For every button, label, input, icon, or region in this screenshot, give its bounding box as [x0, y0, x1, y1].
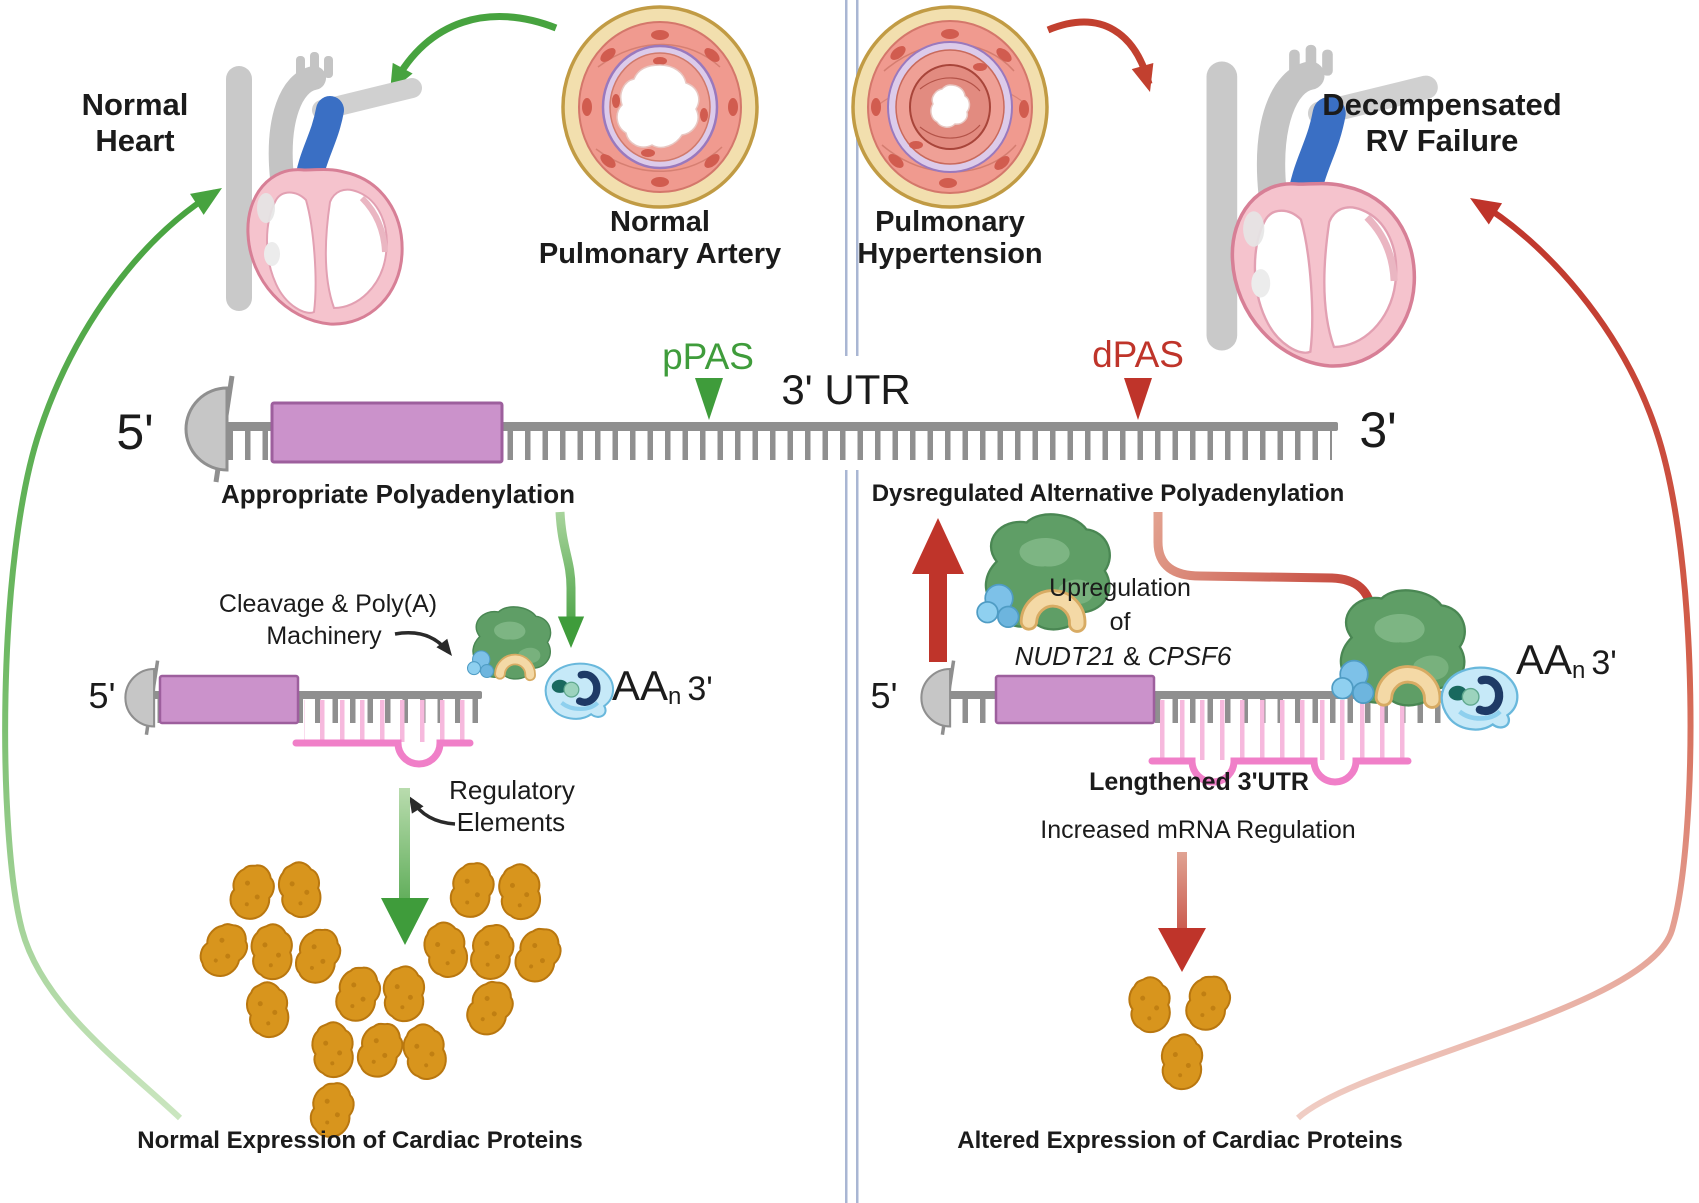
ph-artery-label-line1: Pulmonary: [875, 206, 1025, 238]
normal-heart-label-line2: Heart: [95, 123, 175, 158]
normal-heart-label-line1: Normal: [81, 87, 189, 122]
regulatory-elements-teeth: [304, 700, 466, 742]
machinery-label-line2: Machinery: [266, 622, 382, 650]
reduced-protein-cluster: [1124, 971, 1236, 1092]
pre-mrna-strand: [186, 376, 1338, 482]
five-prime-label-right: 5': [870, 675, 898, 716]
panel-divider: [845, 0, 859, 1203]
regulatory-pointer-arrow: [403, 792, 456, 826]
ppas-marker-icon: [695, 378, 723, 420]
green-feedback-arc: [2, 177, 229, 1121]
normal-artery-label-line2: Pulmonary Artery: [538, 238, 782, 270]
regulatory-elements-loops: [1148, 757, 1412, 786]
normal-protein-cluster: [193, 857, 568, 1141]
appropriate-path-arrow: [555, 511, 585, 648]
three-prime-label-top: 3': [1359, 402, 1397, 458]
polya-complex-icon: [546, 664, 613, 719]
normal-artery-label-line1: Normal: [610, 206, 710, 238]
coding-exon-box: [994, 674, 1156, 725]
five-prime-cap-icon: [186, 376, 232, 482]
ph-artery-label-line2: Hypertension: [857, 238, 1043, 270]
normal-heart-illustration: [226, 52, 412, 324]
upregulation-label-line1: Upregulation: [1049, 574, 1191, 602]
normal-pulmonary-artery-illustration: [561, 5, 759, 209]
increased-regulation-label: Increased mRNA Regulation: [1040, 816, 1356, 844]
rv-failure-label-line1: Decompensated: [1322, 87, 1562, 122]
dysregulated-polyadenylation-title: Dysregulated Alternative Polyadenylation: [871, 480, 1345, 507]
dpas-label: dPAS: [1092, 334, 1184, 375]
normal-expression-arrow: [381, 788, 429, 945]
artery-to-normal-heart-arrow: [380, 13, 558, 98]
lengthened-utr-label: Lengthened 3'UTR: [1089, 768, 1309, 796]
machinery-label-line1: Cleavage & Poly(A): [218, 590, 438, 618]
altered-expression-arrow: [1158, 852, 1206, 972]
altered-expression-label: Altered Expression of Cardiac Proteins: [957, 1127, 1403, 1154]
hypertensive-artery-illustration: [851, 5, 1049, 209]
regulatory-elements-teeth: [1160, 700, 1406, 760]
regulatory-label-line2: Elements: [456, 807, 566, 837]
machinery-pointer-arrow: [394, 631, 458, 661]
nudt21-cpsf6-complex-icon: [977, 514, 1110, 629]
coding-exon-box: [270, 401, 504, 464]
left-mrna: [123, 607, 613, 768]
regulatory-label-line1: Regulatory: [449, 775, 575, 805]
regulatory-elements-loop: [292, 739, 474, 768]
artery-to-failing-heart-arrow: [1046, 18, 1161, 96]
five-prime-label-top: 5': [116, 404, 154, 460]
rv-failure-label-line2: RV Failure: [1365, 123, 1519, 158]
up-arrow-icon: [912, 518, 964, 574]
red-feedback-arc: [1295, 187, 1694, 1121]
utr-label: 3' UTR: [781, 366, 911, 413]
polya-complex-icon: [1442, 668, 1518, 730]
coding-exon-box: [158, 674, 300, 725]
five-prime-cap-icon: [123, 658, 160, 737]
dpas-marker-icon: [1124, 378, 1152, 420]
five-prime-label-left: 5': [88, 675, 116, 716]
upregulation-group: [912, 514, 1110, 662]
upregulation-label-line2: of: [1109, 608, 1131, 636]
five-prime-cap-icon: [919, 658, 956, 737]
normal-expression-label: Normal Expression of Cardiac Proteins: [137, 1127, 583, 1154]
appropriate-polyadenylation-title: Appropriate Polyadenylation: [221, 479, 575, 509]
gene-names-label: NUDT21 & CPSF6: [1014, 641, 1232, 671]
right-mrna: [919, 590, 1518, 786]
cleavage-machinery-icon: [468, 607, 551, 679]
ppas-label: pPAS: [662, 336, 754, 377]
